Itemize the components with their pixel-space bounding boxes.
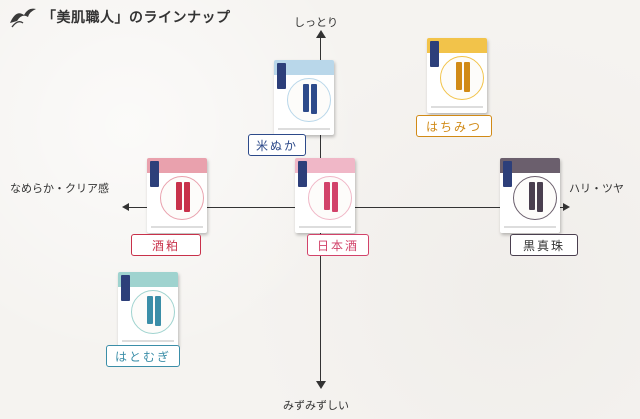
pack-bottom-line [122,340,174,342]
arrow-up-icon [316,30,326,38]
pack-tag [503,161,512,187]
pack-circle [287,78,331,122]
pack-text-mark [324,182,330,210]
pack-tag [121,275,130,301]
product-pack-hatomugi[interactable] [118,272,178,347]
pack-tag [277,63,286,89]
pack-tag [150,161,159,187]
pack-bottom-line [431,106,483,108]
arrow-left-icon [122,203,129,211]
axis-label-top: しっとり [294,16,338,29]
header: 「美肌職人」のラインナップ [8,4,231,30]
pack-circle [160,176,204,220]
pack-band [147,158,207,173]
pack-text-mark [529,182,535,210]
pack-band [118,272,178,287]
pack-tag [298,161,307,187]
pack-bottom-line [278,128,330,130]
pack-circle [440,56,484,100]
product-label-sakekasu[interactable]: 酒粕 [131,234,201,256]
pack-text-mark [176,182,182,210]
page-title: 「美肌職人」のラインナップ [42,10,231,26]
product-pack-komenuka[interactable] [274,60,334,135]
axis-label-left: なめらか・クリア感 [10,182,109,195]
product-pack-kokushinju[interactable] [500,158,560,233]
pack-text-mark [456,62,462,90]
swallow-logo-icon [10,8,36,28]
pack-text-mark [184,182,190,212]
product-pack-nihonshu[interactable] [295,158,355,233]
pack-text-mark [147,296,153,324]
pack-circle [513,176,557,220]
pack-text-mark [537,182,543,212]
pack-text-mark [332,182,338,212]
pack-circle [308,176,352,220]
pack-text-mark [155,296,161,326]
pack-text-mark [303,84,309,112]
axis-label-bottom: みずみずしい [283,399,349,412]
pack-text-mark [464,62,470,92]
pack-circle [131,290,175,334]
product-pack-hachimitsu[interactable] [427,38,487,113]
arrow-down-icon [316,381,326,389]
pack-tag [430,41,439,67]
pack-band [274,60,334,75]
product-label-kokushinju[interactable]: 黒真珠 [510,234,578,256]
pack-text-mark [311,84,317,114]
product-label-hachimitsu[interactable]: はちみつ [416,115,492,137]
pack-band [295,158,355,173]
axis-label-right: ハリ・ツヤ [569,182,624,195]
product-label-hatomugi[interactable]: はとむぎ [106,345,180,367]
pack-bottom-line [504,226,556,228]
pack-band [427,38,487,53]
pack-bottom-line [151,226,203,228]
product-pack-sakekasu[interactable] [147,158,207,233]
product-label-nihonshu[interactable]: 日本酒 [307,234,369,256]
product-label-komenuka[interactable]: 米ぬか [248,134,306,156]
pack-band [500,158,560,173]
pack-bottom-line [299,226,351,228]
arrow-right-icon [563,203,570,211]
